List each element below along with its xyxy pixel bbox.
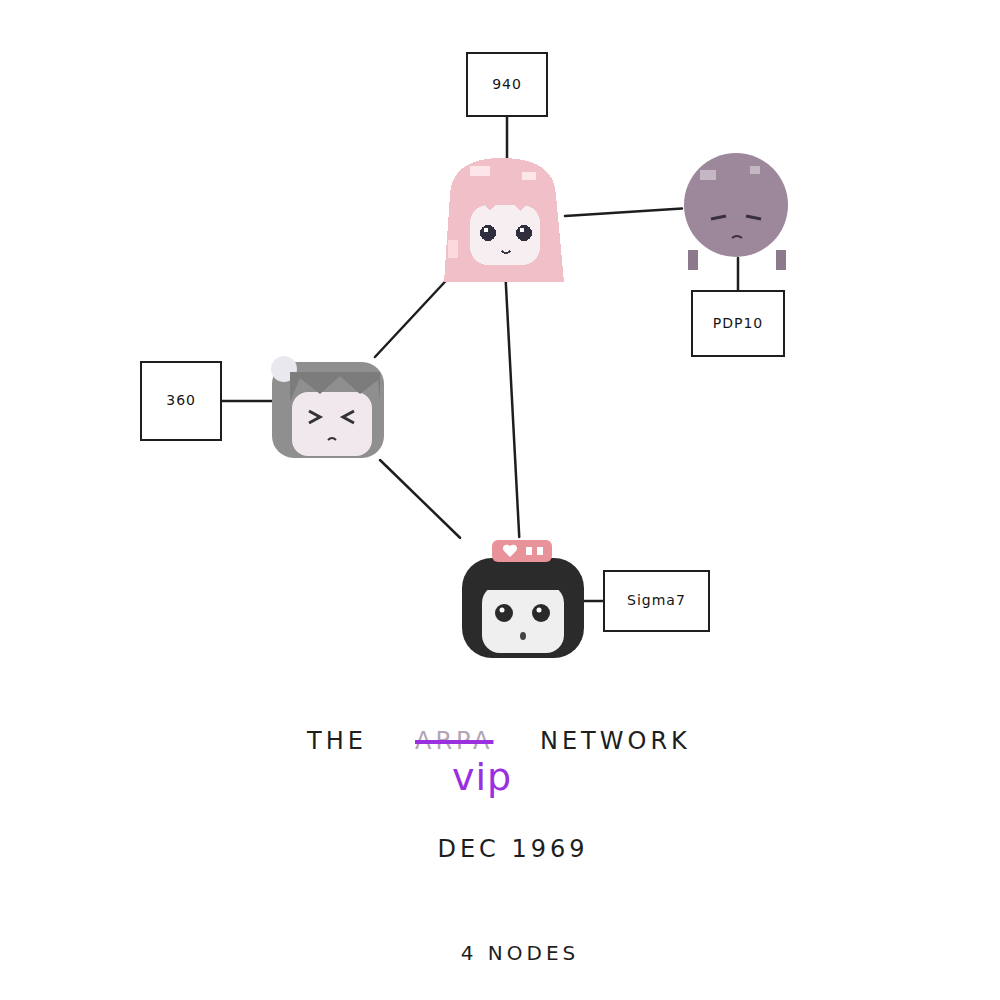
bow-dot: [537, 547, 543, 555]
eye: [480, 225, 496, 241]
eye-shine: [520, 228, 525, 233]
mouth: [328, 438, 336, 440]
host-node: Sigma7: [460, 537, 585, 660]
caption-text: NETWORK: [540, 728, 691, 756]
bow-dot: [526, 547, 532, 555]
host-box: 940: [466, 52, 548, 117]
host-box: Sigma7: [603, 570, 710, 631]
leader-line: [737, 258, 740, 290]
bow: [492, 540, 552, 562]
purple-hair: [684, 153, 788, 257]
caption-text: ARPA: [415, 728, 493, 756]
caption-text: THE: [307, 728, 367, 756]
host-box: PDP10: [691, 290, 785, 357]
eye-shine: [537, 608, 542, 613]
host-node: 360: [268, 357, 386, 460]
network-link: [565, 208, 682, 216]
pink-hair: [444, 158, 564, 282]
squint-eye: [746, 216, 761, 219]
squint-eye: [711, 216, 726, 219]
eye-shine: [500, 608, 505, 613]
leader-line: [222, 400, 272, 403]
gray-head: [271, 356, 384, 458]
network-link: [506, 280, 520, 537]
gray-bangs: [290, 372, 380, 402]
mouth: [502, 251, 510, 253]
closed-eye: [343, 411, 354, 423]
dark-head: [462, 540, 584, 658]
dark-bangs: [478, 568, 568, 590]
hair-highlight: [470, 166, 490, 176]
hair-highlight: [700, 170, 716, 180]
eye: [516, 225, 532, 241]
pink-bangs: [465, 188, 545, 217]
purple-head: [684, 153, 788, 270]
mouth: [520, 632, 526, 640]
caption-text: DEC 1969: [437, 836, 588, 864]
leader-line: [506, 117, 509, 162]
caption-text: vip: [452, 756, 512, 800]
dark-hair: [462, 558, 584, 658]
eye: [532, 604, 550, 622]
network-link: [375, 280, 447, 357]
host-box: 360: [140, 361, 222, 440]
pink-face: [470, 205, 540, 265]
mouth: [732, 236, 742, 238]
gray-face: [292, 392, 372, 456]
caption-text: 4 NODES: [461, 942, 580, 965]
hair-highlight: [750, 166, 760, 174]
host-node: 940: [440, 160, 565, 280]
eye-shine: [484, 228, 489, 233]
leader-lines: [222, 117, 738, 601]
bow-heart: [503, 545, 517, 557]
pigtail: [688, 250, 698, 270]
pigtail: [776, 250, 786, 270]
dark-face: [482, 585, 564, 653]
closed-eye: [309, 411, 320, 423]
leader-line: [583, 600, 603, 603]
network-link: [380, 460, 460, 538]
hair-highlight: [522, 172, 536, 180]
pink-head: [444, 158, 564, 282]
host-node: PDP10: [682, 152, 790, 258]
hair-highlight: [448, 240, 458, 258]
eye: [495, 604, 513, 622]
